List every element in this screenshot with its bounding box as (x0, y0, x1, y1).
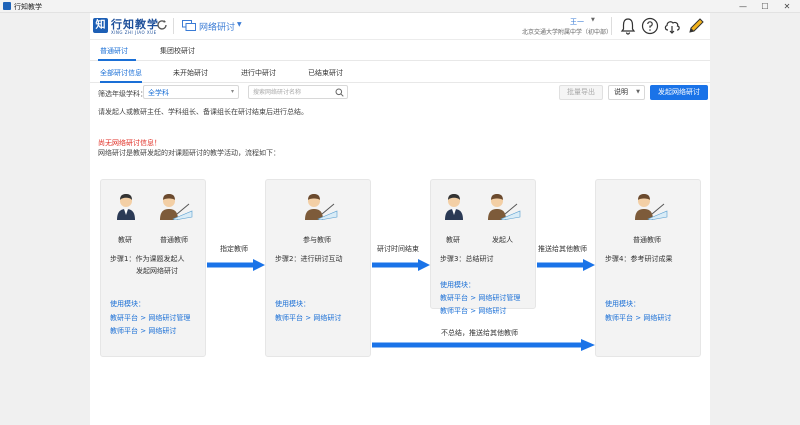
tab-finished[interactable]: 已结束研讨 (308, 69, 343, 77)
school-name: 北京交通大学附属中学（初中部） (522, 29, 613, 36)
chevron-down-icon[interactable]: ▼ (237, 21, 242, 28)
help-icon[interactable] (641, 17, 659, 35)
app-header: 知 行知教学 XING ZHI JIAO XUE 网络研讨 ▼ 王一 ▼ 北京交… (90, 13, 710, 40)
flow-step-1: 教研 普通教师 步骤1：作为课题发起人 发起网络研讨 使用模块： 教研平台 > … (100, 179, 206, 357)
modules-title: 使用模块： (605, 300, 640, 308)
tab-normal-seminar[interactable]: 普通研讨 (100, 47, 128, 55)
tab-in-progress[interactable]: 进行中研讨 (241, 69, 276, 77)
tab-active-indicator (98, 59, 136, 61)
subject-select-value: 全学科 (148, 89, 169, 97)
role-label: 普通教师 (160, 236, 188, 244)
flow-arrow (207, 259, 265, 271)
arrow-label: 研讨时间结束 (377, 245, 419, 253)
teacher-icon (635, 194, 668, 220)
logo-text: 行知教学 (111, 18, 159, 31)
modules-title: 使用模块： (440, 281, 475, 289)
modules-title: 使用模块： (275, 300, 310, 308)
researcher-icon (445, 194, 463, 220)
teacher-icon (305, 194, 338, 220)
role-label: 普通教师 (633, 236, 661, 244)
user-name[interactable]: 王一 (570, 18, 584, 26)
window-title: 行知教学 (14, 3, 42, 11)
tab-group-seminar[interactable]: 集团校研讨 (160, 47, 195, 55)
teacher-icon (488, 194, 521, 220)
launch-seminar-button[interactable]: 发起网络研讨 (650, 85, 708, 100)
module-link[interactable]: 教师平台 > 网络研讨 (275, 314, 342, 322)
step-text: 步骤4：参考研讨成果 (605, 255, 673, 263)
logo-icon: 知 (93, 18, 108, 33)
batch-export-button[interactable]: 批量导出 (559, 85, 603, 100)
module-link[interactable]: 教研平台 > 网络研讨管理 (440, 294, 521, 302)
arrow-label: 不总结，推送给其他教师 (441, 329, 518, 337)
intro-text: 网络研讨是教研发起的对课题研讨的教学活动，流程如下： (98, 149, 280, 157)
bell-icon[interactable] (619, 17, 637, 35)
sub-tab-active-indicator (100, 81, 142, 83)
hint-text: 请发起人或教研主任、学科组长、备课组长在研讨结束后进行总结。 (98, 108, 308, 116)
close-button[interactable]: ✕ (783, 2, 791, 11)
tab-all[interactable]: 全部研讨信息 (100, 69, 142, 77)
tab-not-started[interactable]: 未开始研讨 (173, 69, 208, 77)
modules-title: 使用模块： (110, 300, 145, 308)
chevron-down-icon: ▾ (230, 88, 234, 95)
search-box (248, 85, 348, 99)
step-text: 步骤1：作为课题发起人 (110, 255, 185, 263)
flow-step-4: 普通教师 步骤4：参考研讨成果 使用模块： 教师平台 > 网络研讨 (595, 179, 701, 357)
flow-arrow-skip (372, 339, 595, 351)
role-label: 教研 (446, 236, 460, 244)
module-link[interactable]: 教师平台 > 网络研讨 (605, 314, 672, 322)
role-label: 参与教师 (303, 236, 331, 244)
window-titlebar: 行知教学 — ☐ ✕ (0, 0, 800, 13)
search-icon[interactable] (335, 88, 344, 97)
user-chevron-down-icon[interactable]: ▼ (591, 17, 595, 23)
status-tabs: 全部研讨信息 未开始研讨 进行中研讨 已结束研讨 (90, 63, 710, 83)
minimize-button[interactable]: — (739, 2, 747, 11)
step-text: 步骤3：总结研讨 (440, 255, 494, 263)
module-link[interactable]: 教师平台 > 网络研讨 (110, 327, 177, 335)
help-button-label: 说明 (614, 88, 628, 96)
logo-subtext: XING ZHI JIAO XUE (111, 30, 157, 35)
refresh-icon[interactable] (156, 19, 168, 31)
pen-icon[interactable] (687, 17, 705, 35)
main-page: 知 行知教学 XING ZHI JIAO XUE 网络研讨 ▼ 王一 ▼ 北京交… (90, 13, 710, 425)
network-seminar-icon (182, 20, 196, 31)
header-divider (173, 18, 174, 34)
subject-select[interactable]: 全学科 ▾ (143, 85, 239, 99)
researcher-icon (117, 194, 135, 220)
flow-step-2: 参与教师 步骤2：进行研讨互动 使用模块： 教师平台 > 网络研讨 (265, 179, 371, 357)
role-label: 发起人 (492, 236, 513, 244)
empty-message: 尚无网络研讨信息！ (98, 139, 161, 147)
module-link[interactable]: 教研平台 > 网络研讨管理 (110, 314, 191, 322)
maximize-button[interactable]: ☐ (761, 2, 769, 11)
teacher-icon (160, 194, 193, 220)
flow-arrow (537, 259, 595, 271)
arrow-label: 推送给其他教师 (538, 245, 587, 253)
step-text: 发起网络研讨 (136, 267, 178, 275)
search-input[interactable] (253, 87, 333, 98)
chevron-down-icon: ▼ (636, 89, 640, 95)
module-selector[interactable]: 网络研讨 (199, 23, 236, 33)
app-icon (3, 2, 11, 10)
flow-step-3: 教研 发起人 步骤3：总结研讨 使用模块： 教研平台 > 网络研讨管理 教师平台… (430, 179, 536, 315)
main-tabs: 普通研讨 集团校研讨 (90, 41, 710, 61)
filter-label: 筛选年级学科： (98, 90, 147, 98)
role-label: 教研 (118, 236, 132, 244)
cloud-download-icon[interactable] (663, 17, 681, 35)
module-link[interactable]: 教师平台 > 网络研讨 (440, 307, 507, 315)
step-text: 步骤2：进行研讨互动 (275, 255, 343, 263)
help-dropdown-button[interactable]: 说明 ▼ (608, 85, 645, 100)
flow-arrow (372, 259, 430, 271)
header-divider-2 (611, 17, 612, 35)
arrow-label: 指定教师 (220, 245, 248, 253)
